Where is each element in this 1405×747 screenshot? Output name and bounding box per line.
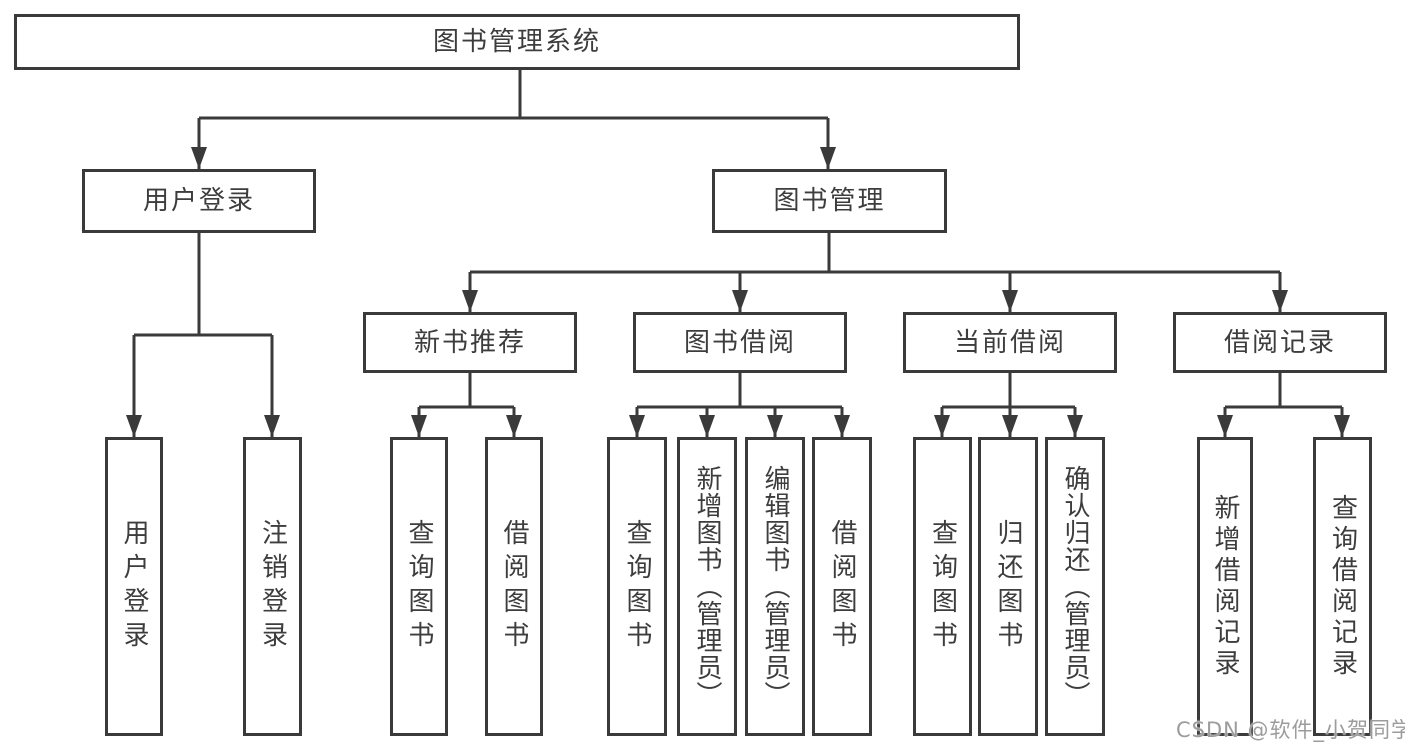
node-logout-leaf: 注销登录 xyxy=(243,437,302,736)
connector-user-login-to-children xyxy=(126,233,280,437)
connector-new-book-recommend-to-children xyxy=(411,373,522,437)
node-book-borrow: 图书借阅 xyxy=(633,312,847,373)
connector-borrow-records-to-children xyxy=(1217,373,1350,437)
node-borrow-records: 借阅记录 xyxy=(1173,312,1387,373)
node-borrow-books-recommend: 借阅图书 xyxy=(485,437,543,736)
node-add-books-admin: 新增图书（管理员） xyxy=(677,437,737,736)
node-return-books: 归还图书 xyxy=(978,437,1038,736)
node-query-borrow-record: 查询借阅记录 xyxy=(1313,437,1372,736)
node-query-books-current: 查询图书 xyxy=(913,437,972,736)
connector-current-borrow-to-children xyxy=(934,373,1083,437)
node-user-login: 用户登录 xyxy=(82,169,316,233)
node-new-book-recommend: 新书推荐 xyxy=(363,312,577,373)
node-current-borrow: 当前借阅 xyxy=(903,312,1117,373)
node-edit-books-admin: 编辑图书（管理员） xyxy=(745,437,805,736)
connector-book-management-to-level3 xyxy=(462,233,1288,312)
connector-book-borrow-to-children xyxy=(629,373,850,437)
node-query-books-recommend: 查询图书 xyxy=(390,437,448,736)
node-borrow-books-leaf: 借阅图书 xyxy=(812,437,872,736)
watermark-text: CSDN @软件_小贺同学 xyxy=(1176,718,1405,742)
node-user-login-leaf: 用户登录 xyxy=(105,437,163,736)
node-book-management: 图书管理 xyxy=(712,169,947,233)
node-add-borrow-record: 新增借阅记录 xyxy=(1197,437,1253,736)
node-query-books-borrow: 查询图书 xyxy=(607,437,667,736)
connector-root-to-level2 xyxy=(191,70,836,169)
node-confirm-return-admin: 确认归还（管理员） xyxy=(1045,437,1105,736)
node-library-system: 图书管理系统 xyxy=(14,14,1020,70)
